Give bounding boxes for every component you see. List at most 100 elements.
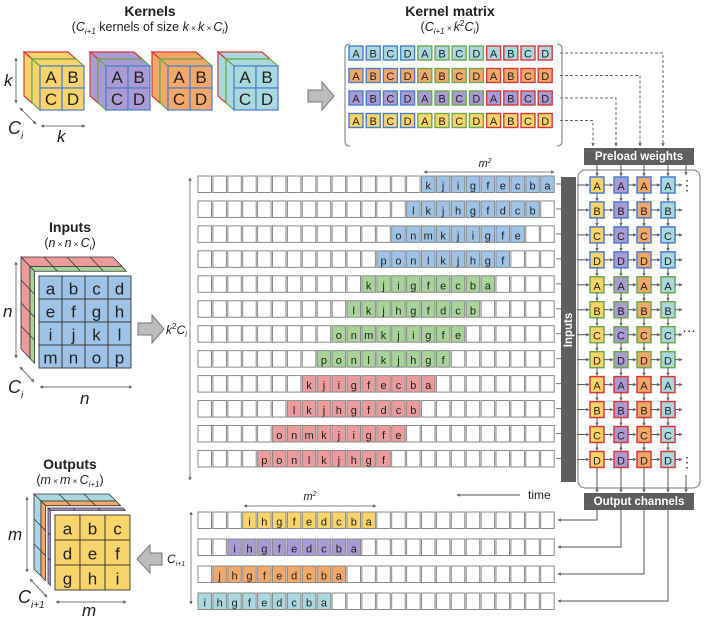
kernel-matrix-cell — [399, 45, 416, 61]
output-stream-letter: a — [336, 571, 343, 583]
pe-letter: D — [617, 455, 625, 467]
input-stream-cell — [540, 250, 555, 268]
output-stream-cell — [257, 565, 272, 583]
output-stream-cell — [286, 511, 302, 529]
input-stream-letter: f — [501, 230, 505, 242]
kernel-matrix-letter: B — [438, 116, 445, 128]
pe-letter: B — [617, 306, 624, 318]
input-stream-cell — [316, 425, 332, 443]
input-stream-letter: m — [304, 430, 313, 442]
output-stream-letter: e — [306, 517, 312, 529]
input-stream-cell — [495, 400, 510, 418]
input-stream-cell — [450, 250, 466, 268]
output-stream-cell — [212, 511, 227, 529]
output-stream-cell — [316, 511, 332, 529]
input-stream-cell — [480, 400, 496, 418]
inputs-cube-letter: h — [115, 303, 124, 322]
output-stream-letter: a — [351, 544, 358, 556]
input-stream-cell — [525, 300, 540, 318]
kernel-matrix-cell — [417, 67, 433, 84]
kernel-matrix-cell — [503, 90, 519, 106]
outputs-cube-letter: b — [88, 520, 97, 539]
kernel-matrix-cell — [399, 67, 416, 84]
input-stream-cell — [450, 425, 466, 443]
input-stream-letter: j — [456, 230, 459, 242]
pe-letter: C — [617, 431, 625, 443]
input-stream-letter: d — [380, 405, 386, 417]
pe-letter: D — [593, 455, 601, 467]
output-stream-letter: i — [233, 544, 235, 556]
input-stream-cell — [480, 225, 496, 243]
pe-letter: B — [664, 306, 671, 318]
input-stream-cell — [197, 350, 212, 368]
cube-layer-side — [97, 57, 107, 112]
kernels-title: Kernels — [124, 3, 176, 19]
input-stream-cell — [346, 275, 361, 293]
kernel-cell-letter: B — [195, 68, 206, 87]
outputs-cube-letter: i — [116, 570, 120, 589]
pe-letter: A — [640, 181, 648, 193]
output-stream-cell — [212, 565, 227, 583]
pe-letter: D — [640, 455, 648, 467]
kernel-matrix-cell — [417, 45, 433, 61]
input-stream-cell — [272, 225, 287, 243]
output-stream-letter: h — [217, 598, 223, 610]
inputs-bar-label: Inputs — [563, 313, 575, 348]
output-stream-cell — [480, 538, 496, 556]
input-stream-letter: f — [367, 405, 371, 417]
output-stream-letter: g — [246, 571, 252, 583]
input-stream-letter: g — [425, 330, 431, 342]
kernel-matrix-letter: C — [524, 71, 532, 83]
inputs-header: Inputs (n × n × Ci) — [44, 219, 95, 252]
input-stream-cell — [286, 300, 302, 318]
input-stream-cell — [361, 375, 376, 393]
kernel-matrix-letter: C — [386, 116, 394, 128]
pe-letter: C — [640, 331, 648, 343]
input-stream-cell — [525, 350, 540, 368]
input-m2-label: m2 — [478, 158, 491, 170]
input-stream-cell — [257, 275, 272, 293]
input-stream-cell — [450, 325, 466, 343]
input-stream-cell — [540, 300, 555, 318]
pe-letter: A — [664, 281, 672, 293]
input-stream-cell — [272, 250, 287, 268]
kernel-matrix-letter: C — [386, 94, 394, 106]
input-stream-letter: c — [515, 181, 521, 193]
output-stream-cell — [435, 592, 451, 610]
input-stream-letter: f — [486, 205, 490, 217]
input-stream-cell — [227, 375, 242, 393]
input-stream-letter: l — [293, 405, 295, 417]
kernel-cell-letter: D — [133, 90, 145, 109]
output-stream-cell — [480, 592, 496, 610]
kernel-matrix-cell — [503, 67, 519, 84]
output-stream-letter: c — [306, 571, 312, 583]
output-stream-cell — [540, 565, 555, 583]
input-stream-cell — [540, 225, 555, 243]
input-stream-letter: i — [457, 181, 459, 193]
inputs-cube-letter: d — [115, 280, 124, 299]
pe-letter: C — [664, 231, 672, 243]
inputs-cube-letter: a — [46, 280, 56, 299]
output-stream-cell — [540, 592, 555, 610]
weight-load-paths — [560, 52, 665, 147]
pe-letter: D — [593, 256, 601, 268]
input-stream-letter: i — [397, 280, 399, 292]
input-stream-cell — [406, 425, 421, 443]
cube-layer-side — [225, 57, 235, 112]
inputs-cube-letter: g — [92, 303, 101, 322]
preload-weights-box — [584, 148, 694, 165]
dashed-weight-line — [560, 75, 642, 147]
input-stream-cell — [525, 375, 540, 393]
kernel-matrix-letter: B — [507, 49, 514, 61]
input-stream-cell — [301, 300, 317, 318]
input-stream-cell — [197, 300, 212, 318]
input-stream-cell — [376, 325, 391, 343]
kernel-cell — [255, 87, 279, 111]
input-stream-letter: b — [470, 280, 476, 292]
kernel-cell-letter: C — [173, 90, 185, 109]
